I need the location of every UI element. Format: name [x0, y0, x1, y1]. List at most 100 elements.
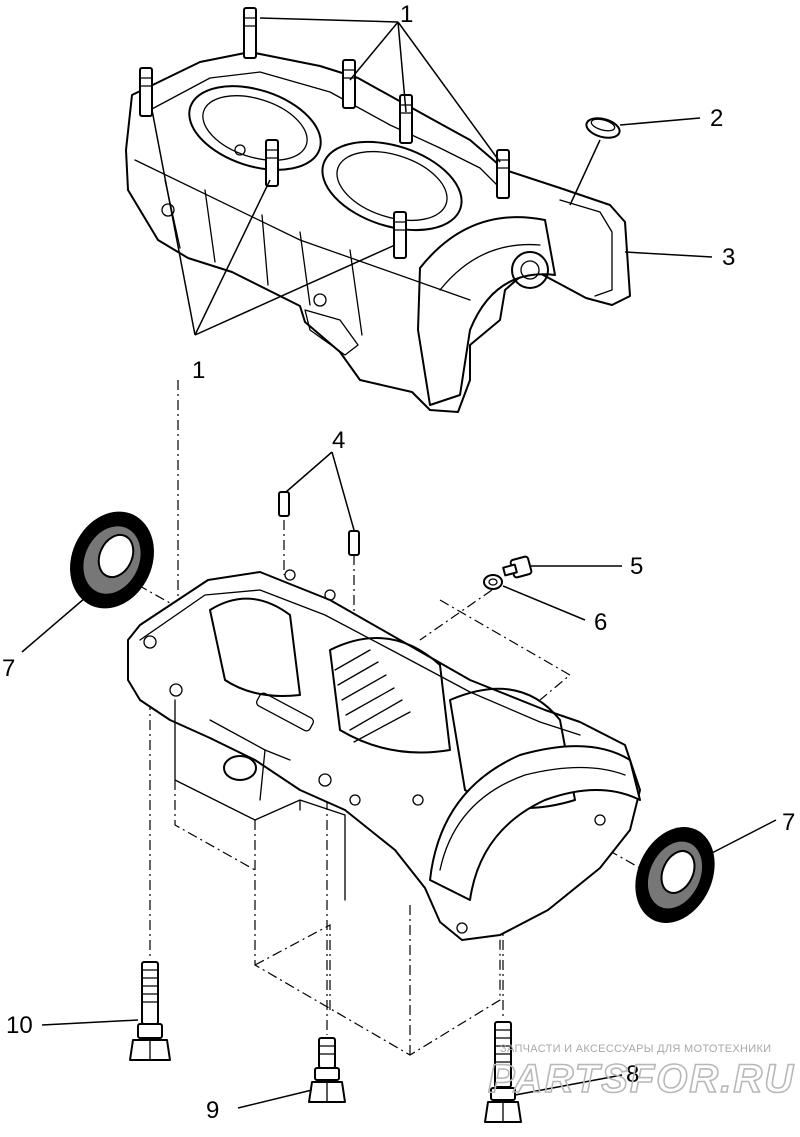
callout-7-left: 7	[2, 655, 15, 682]
bolt-10-collar	[137, 1023, 163, 1039]
callout-6: 6	[594, 609, 607, 636]
leader-4-a	[285, 451, 333, 493]
callout-7-right: 7	[782, 809, 795, 836]
cylinder-bore-left-inner	[202, 95, 308, 161]
lower-bolt-hole-3	[284, 569, 296, 581]
cylinder-bore-right-inner	[336, 151, 448, 221]
callout-2: 2	[710, 105, 723, 132]
lower-bolt-hole-6	[349, 794, 361, 806]
part-5-screw	[502, 555, 533, 579]
callout-3: 3	[722, 244, 735, 271]
leader-1-stud-5	[151, 109, 196, 336]
leader-2	[619, 117, 701, 126]
bolt-9-threads	[318, 1045, 336, 1055]
callout-8: 8	[626, 1061, 639, 1088]
part-9-bolt	[308, 1037, 346, 1103]
stud-6	[265, 139, 279, 187]
upper-case-outline	[125, 51, 631, 413]
washer-hole	[488, 578, 498, 586]
stud-2	[342, 59, 356, 109]
upper-bolt-hole-1	[161, 203, 175, 217]
upper-bolt-hole-3	[234, 144, 246, 156]
leader-1-stud-1	[259, 17, 399, 23]
leader-9	[237, 1089, 313, 1109]
lower-bolt-hole-2	[169, 683, 183, 697]
part-7-seal-right	[635, 827, 715, 923]
lower-bolt-hole-4	[324, 589, 336, 601]
part-10-bolt	[129, 961, 171, 1061]
stud-3	[399, 94, 413, 144]
bell-housing-rim	[439, 766, 626, 871]
bolt-10-shank	[141, 961, 159, 1025]
screw-shank	[502, 563, 518, 577]
main-bearing-housing	[417, 216, 556, 406]
watermark-caption: ЗАПЧАСТИ И АКСЕССУАРЫ ДЛЯ МОТОТЕХНИКИ	[500, 1043, 771, 1055]
part-7-seal-left	[70, 511, 154, 609]
lower-flange	[304, 309, 359, 356]
leader-10	[41, 1019, 139, 1026]
lower-bolt-hole-5	[318, 773, 332, 787]
part-6-washer	[483, 574, 503, 590]
stud-1	[243, 7, 257, 59]
bolt-8-threads	[494, 1029, 512, 1063]
leader-1-stud-3	[397, 21, 407, 113]
lower-sealing-face	[139, 589, 581, 736]
bell-housing	[429, 745, 641, 901]
callout-1-lower: 1	[192, 357, 205, 384]
box-outline-left	[174, 780, 256, 871]
callout-labels: 1 1 2 3 4 5 6 7 7 8 9 10	[2, 1, 795, 1124]
callout-5: 5	[630, 553, 643, 580]
lower-crankcase	[127, 569, 641, 941]
callout-4: 4	[332, 427, 345, 454]
lower-bolt-hole-7	[412, 794, 424, 806]
bearing-housing-ridge	[439, 243, 541, 291]
cylinder-bore-left	[188, 85, 322, 171]
leader-7-left	[21, 597, 86, 653]
stud-7	[393, 211, 407, 259]
leader-8	[514, 1074, 623, 1096]
seal-right-bore	[660, 850, 696, 894]
end-plate	[559, 199, 613, 297]
watermark: ЗАПЧАСТИ И АКСЕССУАРЫ ДЛЯ МОТОТЕХНИКИ PA…	[487, 1043, 794, 1102]
lower-case-skirt	[174, 699, 346, 901]
stud-4	[496, 149, 510, 199]
crank-cavity-left	[209, 597, 301, 697]
upper-bolt-hole-2	[313, 293, 327, 307]
callout-1-top: 1	[400, 1, 413, 28]
stud-5	[139, 67, 153, 117]
leader-lines	[21, 17, 777, 1109]
leader-4-b	[331, 451, 355, 531]
seal-left-bore	[97, 533, 135, 579]
lower-case-outline	[127, 571, 641, 941]
cylinder-bore-right	[321, 140, 463, 232]
leader-3	[624, 251, 713, 258]
bolt-10-threads	[141, 969, 159, 1003]
dowel-pin-a	[278, 491, 290, 517]
upper-crankcase	[125, 7, 631, 413]
leader-2-guide	[569, 139, 601, 206]
plug-top	[590, 118, 616, 132]
cylinder-studs	[139, 7, 510, 259]
alignment-line-plug	[419, 589, 493, 641]
leader-1-stud-7	[194, 244, 396, 336]
leader-6	[502, 585, 586, 621]
bolt-9-shank	[318, 1037, 336, 1069]
bearing-hatch	[334, 649, 411, 743]
gear-detail	[511, 251, 549, 289]
leader-1-stud-2	[349, 21, 399, 81]
lower-bolt-hole-1	[143, 635, 157, 649]
leader-1-stud-4	[397, 21, 501, 163]
callout-9: 9	[206, 1097, 219, 1124]
leader-1-stud-6	[194, 179, 271, 336]
lower-bolt-hole-8	[456, 922, 468, 934]
bolt-8-collar	[490, 1087, 516, 1101]
plug-body	[585, 117, 621, 139]
lower-slot	[255, 692, 315, 732]
box-outline-inner	[254, 924, 331, 1010]
callout-10: 10	[6, 1012, 33, 1039]
part-4-dowels	[278, 491, 360, 556]
washer-outer	[483, 574, 503, 590]
gear-hub	[520, 260, 540, 280]
lower-bolt-hole-9	[594, 814, 606, 826]
